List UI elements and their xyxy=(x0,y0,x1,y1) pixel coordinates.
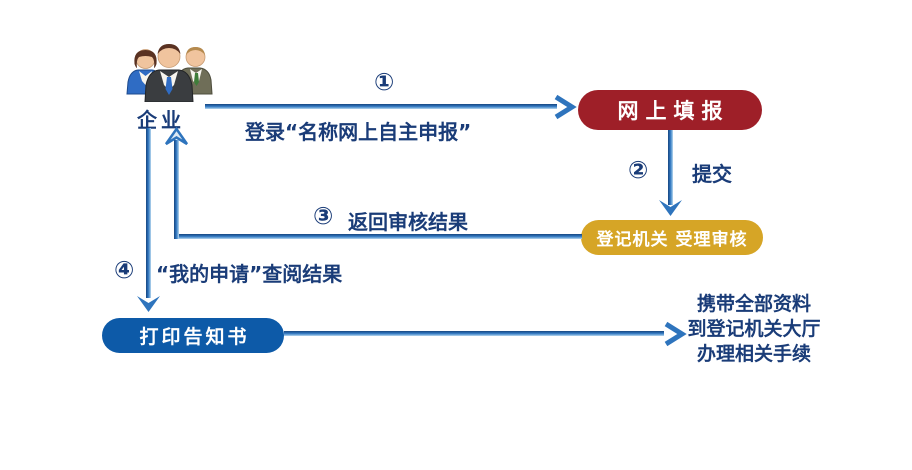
step1-label: 登录“名称网上自主申报” xyxy=(245,120,472,144)
step3-label: 返回审核结果 xyxy=(348,210,468,234)
arrow-line-step3-vertical xyxy=(174,140,179,239)
step2-label: 提交 xyxy=(692,162,732,186)
step4-number: ④ xyxy=(114,256,135,284)
final-note-line1: 携带全部资料 xyxy=(696,293,811,315)
step4-label: “我的申请”查阅结果 xyxy=(156,262,343,286)
step1-number: ① xyxy=(374,68,395,96)
enterprise-label: 企业 xyxy=(137,108,185,132)
final-note-line3: 办理相关手续 xyxy=(696,343,811,365)
arrow-line-step2 xyxy=(668,130,673,205)
box-online-fill: 网上填报 xyxy=(578,90,762,130)
business-people-group-icon xyxy=(126,44,213,102)
final-note: 携带全部资料 到登记机关大厅 办理相关手续 xyxy=(665,292,843,367)
arrow-line-step3-horizontal xyxy=(176,234,582,239)
arrow-line-final xyxy=(284,331,664,336)
arrow-line-step1 xyxy=(205,104,557,109)
arrowhead-right-icon xyxy=(661,321,687,347)
box-registry-review: 登记机关 受理审核 xyxy=(581,220,763,255)
final-note-line2: 到登记机关大厅 xyxy=(687,318,821,340)
arrowhead-down-icon xyxy=(135,295,162,313)
arrow-line-step4 xyxy=(146,128,151,298)
step2-number: ② xyxy=(628,156,649,184)
arrowhead-up-icon xyxy=(164,126,189,146)
arrowhead-right-icon xyxy=(551,94,577,120)
arrowhead-down-icon xyxy=(657,199,684,217)
step3-number: ③ xyxy=(313,202,334,230)
box-print-notice: 打印告知书 xyxy=(102,318,284,353)
